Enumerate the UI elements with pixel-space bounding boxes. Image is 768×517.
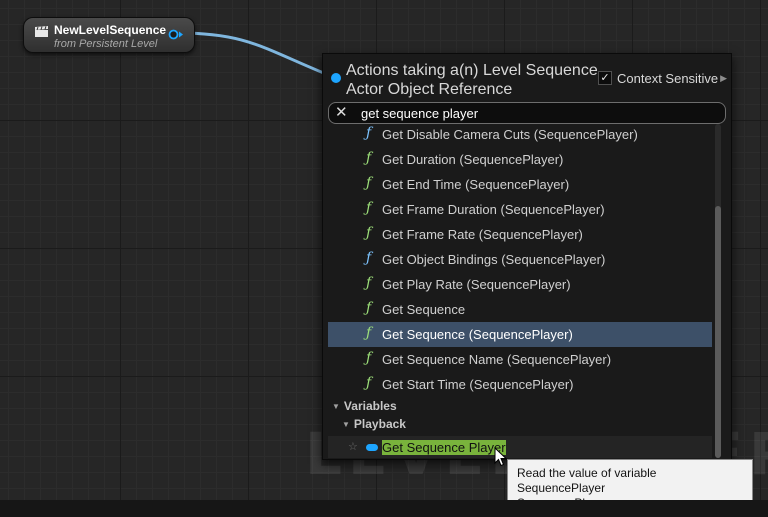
favorite-star-icon[interactable]: ☆ [348,441,358,453]
node-subtitle: from Persistent Level [54,38,158,50]
variable-item-get-sequence-player[interactable]: ☆ Get Sequence Player [328,436,712,458]
output-pin-icon[interactable] [168,29,184,40]
category-playback[interactable]: ▼ Playback [342,415,406,433]
variable-pin-icon [366,444,378,451]
action-item-label: Get Frame Rate (SequencePlayer) [382,227,583,242]
chevron-right-icon: ▶ [720,72,728,83]
menu-title-line-2: Actor Object Reference [346,81,513,98]
search-match-highlight: Get Sequence Player [382,440,506,455]
action-item-label: Get Sequence Name (SequencePlayer) [382,352,612,367]
action-item-label: Get Play Rate (SequencePlayer) [382,277,571,292]
checkmark-icon: ✓ [600,72,610,84]
function-icon: ƒ [366,350,372,366]
action-item[interactable]: ƒ Get End Time (SequencePlayer) [328,172,712,197]
menu-title: Actions taking a(n) Level Sequence Actor… [346,61,606,99]
menu-title-line-1: Actions taking a(n) Level Sequence [346,62,598,79]
category-label: Variables [343,399,397,413]
context-action-menu: Actions taking a(n) Level Sequence Actor… [322,53,732,460]
function-icon: ƒ [366,200,372,216]
search-box[interactable]: ✕ [328,102,726,124]
action-item-label: Get Start Time (SequencePlayer) [382,377,574,392]
action-item[interactable]: ƒ Get Duration (SequencePlayer) [328,147,712,172]
action-item[interactable]: ƒ Get Disable Camera Cuts (SequencePlaye… [328,124,712,147]
bottom-bar [0,500,768,517]
action-item-label: Get Duration (SequencePlayer) [382,152,564,167]
action-item-label: Get Sequence [382,302,466,317]
clapperboard-icon [35,26,48,37]
function-icon: ƒ [366,300,372,316]
clear-search-icon[interactable]: ✕ [335,104,348,121]
function-icon: ƒ [366,175,372,191]
action-item[interactable]: ƒ Get Sequence [328,297,712,322]
function-icon: ƒ [366,225,372,241]
level-sequence-node[interactable]: NewLevelSequence from Persistent Level [23,17,195,53]
function-icon: ƒ [366,375,372,391]
action-item[interactable]: ƒ Get Start Time (SequencePlayer) [328,372,712,397]
function-icon: ƒ [366,250,372,266]
context-sensitive-checkbox[interactable]: ✓ [598,71,612,85]
scrollbar-thumb[interactable] [715,206,721,458]
action-item[interactable]: ƒ Get Play Rate (SequencePlayer) [328,272,712,297]
action-list: ƒ Get Disable Camera Cuts (SequencePlaye… [328,124,713,460]
action-item[interactable]: ƒ Get Frame Rate (SequencePlayer) [328,222,712,247]
action-item-label: Get Frame Duration (SequencePlayer) [382,202,605,217]
action-item-selected[interactable]: ƒ Get Sequence (SequencePlayer) [328,322,712,347]
action-item-label: Get Sequence (SequencePlayer) [382,327,573,342]
action-item[interactable]: ƒ Get Sequence Name (SequencePlayer) [328,347,712,372]
mouse-cursor-icon [494,447,507,467]
function-icon: ƒ [366,275,372,291]
function-icon: ƒ [366,325,372,341]
variable-tooltip: Read the value of variable SequencePlaye… [507,459,753,510]
category-label: Playback [353,417,406,431]
function-icon: ƒ [366,150,372,166]
tooltip-line-1: Read the value of variable SequencePlaye… [517,466,657,495]
category-variables[interactable]: ▼ Variables [332,397,397,415]
node-title: NewLevelSequence [54,23,167,37]
action-item-label: Get Disable Camera Cuts (SequencePlayer) [382,127,638,142]
context-sensitive-toggle[interactable]: ✓ Context Sensitive ▶ [598,69,727,87]
variable-item-label: Get Sequence Player [382,440,506,455]
function-icon: ƒ [366,125,372,141]
context-sensitive-label: Context Sensitive [617,70,719,86]
search-input[interactable] [361,104,711,122]
object-reference-pin-icon [331,73,341,83]
action-item-label: Get Object Bindings (SequencePlayer) [382,252,606,267]
expand-triangle-icon: ▼ [332,401,340,411]
action-item[interactable]: ƒ Get Object Bindings (SequencePlayer) [328,247,712,272]
expand-triangle-icon: ▼ [342,419,350,429]
action-item[interactable]: ƒ Get Frame Duration (SequencePlayer) [328,197,712,222]
action-item-label: Get End Time (SequencePlayer) [382,177,570,192]
